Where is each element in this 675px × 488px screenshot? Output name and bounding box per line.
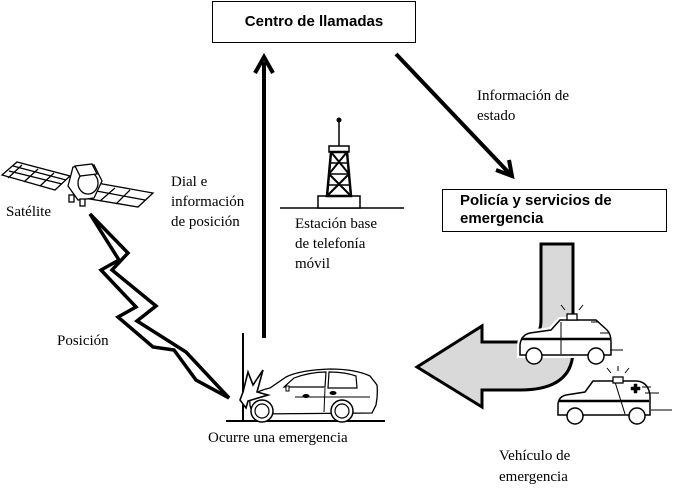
satellite-icon bbox=[0, 161, 155, 208]
emergency-vehicle-label: Vehículo de emergencia bbox=[499, 448, 571, 485]
police-services-label: Policía y servicios de emergencia bbox=[460, 192, 612, 227]
status-info-label: Información de estado bbox=[477, 88, 570, 124]
police-services-node: Policía y servicios de emergencia bbox=[442, 189, 667, 232]
emergency-label: Ocurre una emergencia bbox=[208, 430, 348, 446]
crashed-car-icon bbox=[226, 333, 385, 423]
dispatch-arrow bbox=[414, 242, 575, 410]
call-center-label: Centro de llamadas bbox=[244, 13, 384, 30]
base-station-label: Estación base de telefonía móvil bbox=[295, 216, 378, 272]
dial-info-label: Dial e información de posición bbox=[171, 174, 245, 230]
call-center-node: Centro de llamadas bbox=[212, 1, 416, 43]
position-label: Posición bbox=[57, 333, 109, 349]
cell-tower-icon bbox=[280, 117, 404, 209]
satellite-label: Satélite bbox=[6, 204, 51, 220]
status-arrow bbox=[394, 52, 515, 180]
lightning-bolt-icon bbox=[88, 212, 231, 400]
police-car-icon bbox=[517, 302, 623, 365]
dial-arrow bbox=[253, 52, 275, 338]
ambulance-icon bbox=[557, 366, 672, 425]
